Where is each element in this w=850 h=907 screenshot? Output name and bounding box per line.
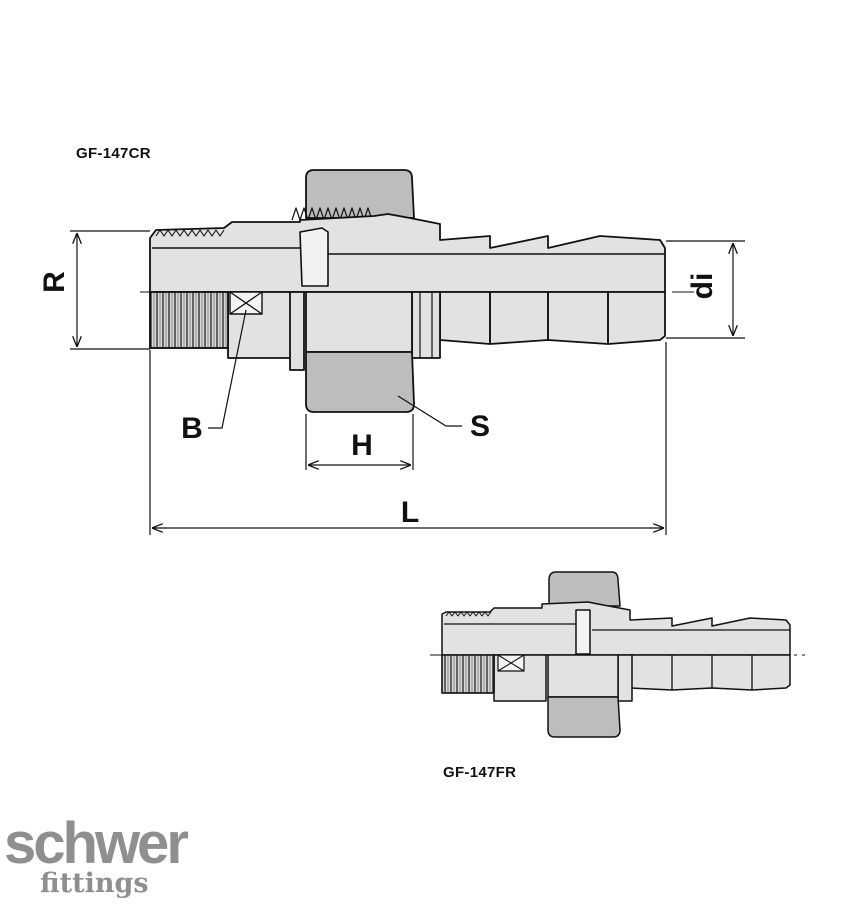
- logo-wordmark-top: schwer: [4, 811, 189, 876]
- dimensions-main: [70, 230, 745, 535]
- collar: [411, 291, 441, 359]
- dim-R-label: R: [38, 271, 71, 293]
- male-thread-lower: [149, 291, 229, 349]
- body-upper: [149, 213, 666, 293]
- union-nut-top: [305, 169, 415, 219]
- dim-L-label: L: [401, 496, 419, 529]
- model-label-main: GF-147CR: [76, 145, 151, 162]
- dim-H-label: H: [351, 429, 373, 462]
- secondary-fitting: [430, 571, 805, 738]
- male-thread-top: [155, 229, 225, 237]
- brand-logo: schwer fittings: [4, 812, 204, 902]
- model-label-secondary: GF-147FR: [443, 764, 517, 781]
- hose-tail-lower: [439, 291, 666, 345]
- sealing-ring: [299, 227, 329, 287]
- hex-nut: [305, 291, 413, 353]
- dimension-labels: R di B S H L: [38, 271, 719, 529]
- main-fitting: [140, 169, 700, 413]
- dim-S-label: S: [470, 410, 490, 443]
- dim-B-label: B: [181, 412, 203, 445]
- logo-wordmark-bottom: fittings: [40, 868, 149, 899]
- dim-di-label: di: [686, 273, 719, 300]
